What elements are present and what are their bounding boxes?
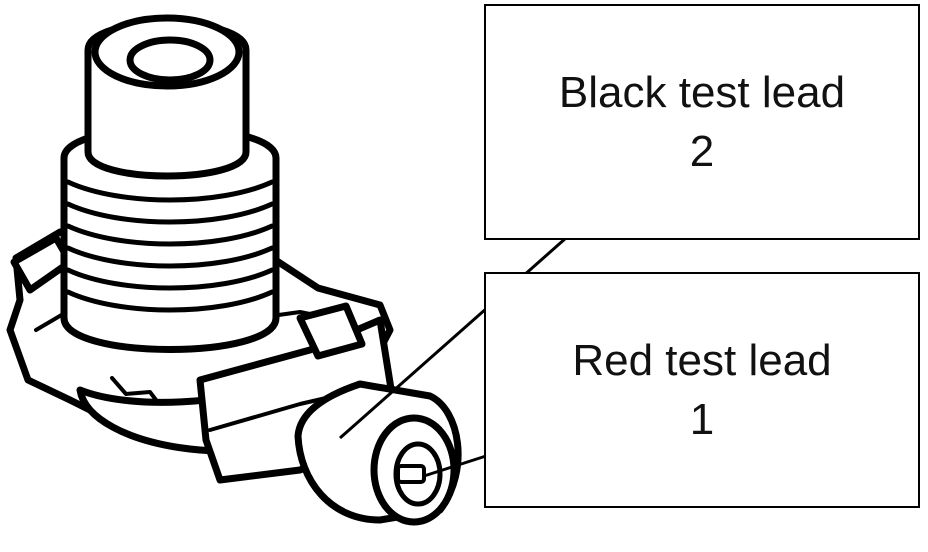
connector-latch — [296, 302, 366, 360]
callout-red-label: Red test lead — [572, 335, 832, 385]
leader-line-black — [339, 236, 567, 440]
thread-lines — [65, 179, 275, 313]
valve-inlet-bore — [126, 36, 214, 84]
callout-black-label: Black test lead — [558, 67, 846, 117]
callout-black-test-lead: Black test lead 2 — [484, 4, 920, 240]
callout-black-number: 2 — [689, 127, 715, 176]
valve-drawing — [6, 14, 462, 526]
callout-red-test-lead: Red test lead 1 — [484, 272, 920, 508]
callout-red-number: 1 — [689, 395, 715, 444]
leader-line-red — [423, 454, 487, 478]
terminal-pin — [396, 464, 426, 484]
